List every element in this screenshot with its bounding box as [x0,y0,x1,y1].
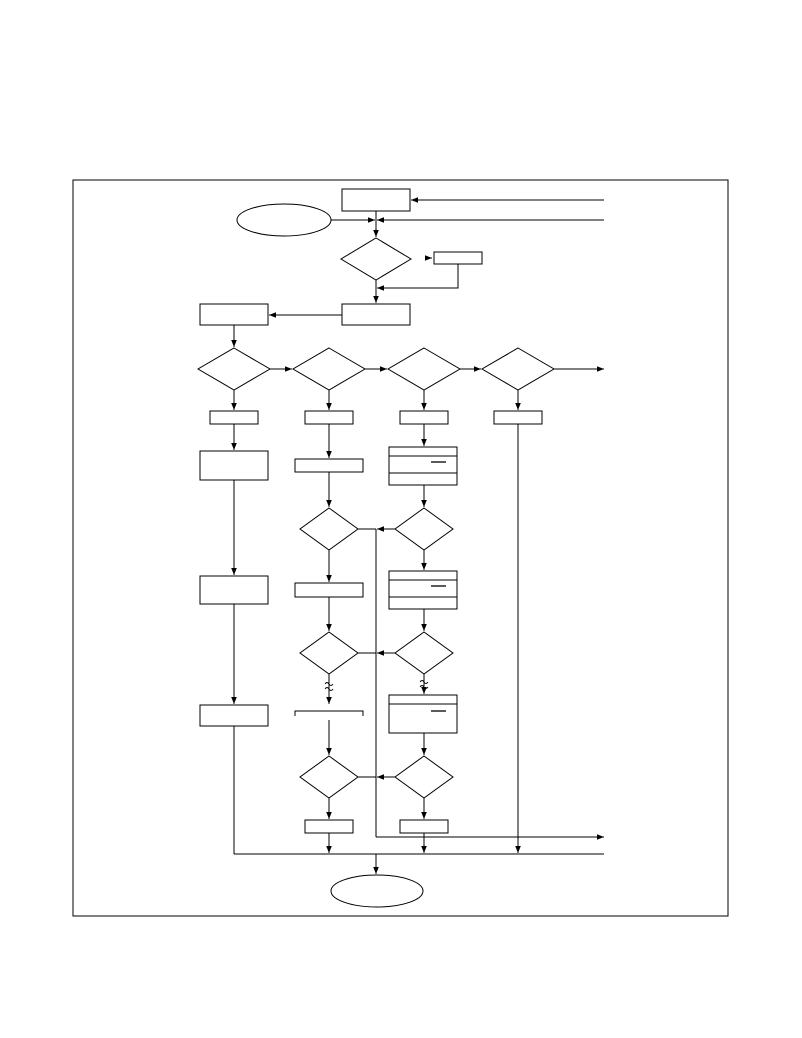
decision-diamond-col3-b [394,631,454,675]
register-box-col3-c [388,694,458,734]
decision-diamond-col2-b [299,631,359,675]
process-box-col2-b [294,582,364,598]
connector-side-return [377,264,459,291]
break-mark-col2-a [324,682,334,691]
decision-diamond-col2-c [299,755,359,799]
process-box-col1-b [199,575,269,605]
small-box-col3 [399,410,449,425]
decision-diamond-col3 [387,347,461,391]
end-terminator [330,874,424,908]
small-box-col4 [493,410,543,425]
open-bracket-col2 [294,710,364,716]
process-box-col1-c [199,704,269,727]
register-box-col3-a [388,446,458,486]
register-box-col3-b [388,570,458,610]
process-box-col2-a [294,458,364,473]
small-box-col2 [304,410,354,425]
small-box-col3-end [399,819,449,834]
decision-diamond-top [340,237,412,281]
process-box-dispatch [341,303,411,326]
small-box-col2-end [304,819,354,834]
decision-diamond-col3-a [394,507,454,551]
process-box-left [199,303,269,326]
diagram-frame [72,179,729,917]
start-terminator [236,203,332,237]
decision-diamond-col2-a [299,507,359,551]
small-box-col1 [209,410,259,425]
decision-diamond-col1 [197,347,271,391]
decision-diamond-col2 [292,347,366,391]
decision-diamond-col4 [481,347,555,391]
break-mark-col3-a [419,680,429,689]
process-box-side [433,251,483,265]
process-box-top [341,188,411,212]
process-box-col1-a [199,450,269,481]
decision-diamond-col3-c [394,755,454,799]
